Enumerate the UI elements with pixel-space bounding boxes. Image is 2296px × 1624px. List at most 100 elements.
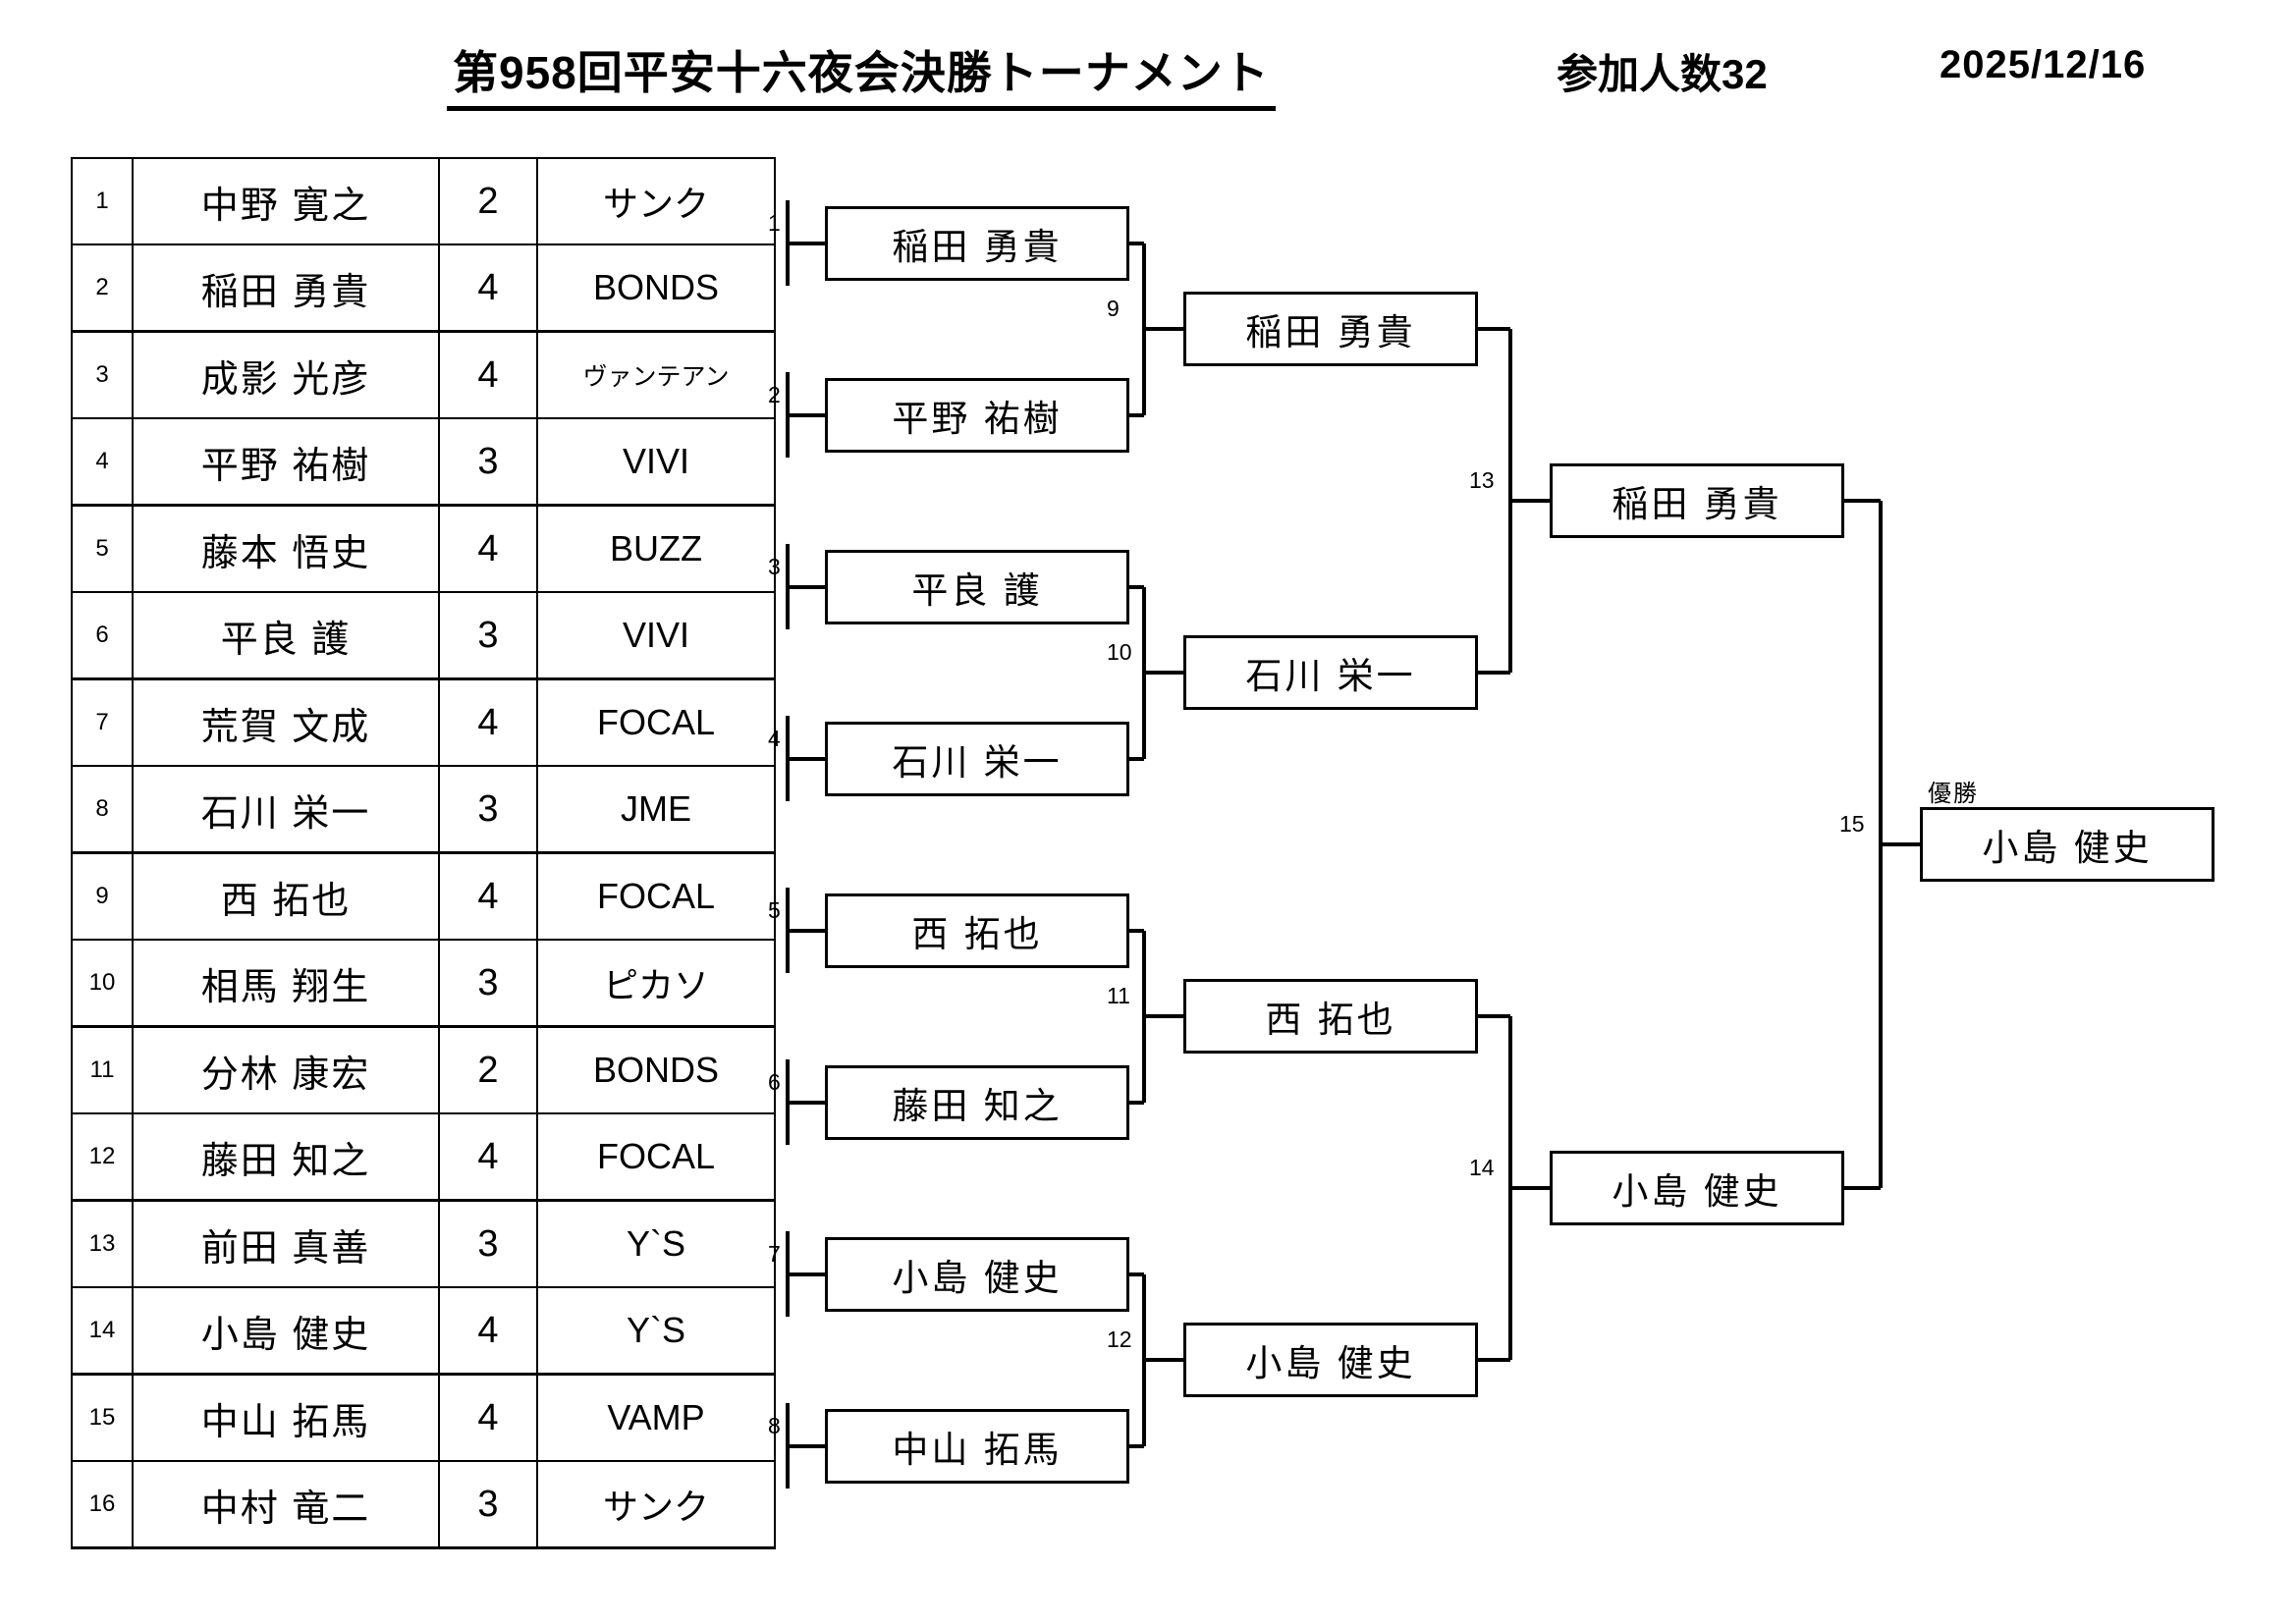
match-box-r2-4[interactable]: 石川 栄一 (825, 721, 1129, 796)
match-number: 5 (768, 896, 781, 923)
entry-seed: 10 (71, 939, 134, 1028)
entry-score: 2 (438, 1025, 538, 1114)
match-number: 6 (768, 1068, 781, 1095)
entry-score: 3 (438, 939, 538, 1028)
entry-team: FOCAL (536, 1112, 776, 1202)
match-box-r3-3[interactable]: 西 拓也 (1183, 979, 1478, 1054)
bracket-connector (1144, 671, 1183, 675)
entry-seed: 6 (71, 591, 134, 680)
match-box-r3-1[interactable]: 稲田 勇貴 (1183, 292, 1478, 366)
entry-team: BUZZ (536, 504, 776, 593)
entry-name: 成影 光彦 (132, 330, 440, 419)
bracket-connector (1144, 327, 1183, 331)
bracket-connector (1129, 584, 1144, 589)
match-number: 1 (768, 209, 781, 236)
match-box-r3-4[interactable]: 小島 健史 (1183, 1323, 1478, 1397)
event-date: 2025/12/16 (1940, 43, 2147, 86)
match-number: 9 (1107, 296, 1120, 321)
entry-name: 平野 祐樹 (132, 417, 440, 507)
bracket-connector (1129, 241, 1144, 245)
entry-team: BONDS (536, 244, 776, 333)
bracket-connector (1881, 842, 1920, 846)
entry-seed: 1 (71, 157, 134, 245)
entry-team: Y`S (536, 1286, 776, 1376)
match-box-r2-6[interactable]: 藤田 知之 (825, 1064, 1129, 1140)
entry-score: 3 (438, 765, 538, 854)
entry-seed: 5 (71, 504, 134, 593)
entry-score: 4 (438, 1373, 538, 1462)
page-title: 第958回平安十六夜会決勝トーナメント (447, 37, 1276, 111)
bracket-connector (1510, 499, 1550, 503)
match-box-r2-8[interactable]: 中山 拓馬 (825, 1408, 1129, 1484)
entry-team: Y`S (536, 1199, 776, 1288)
match-box-r2-2[interactable]: 平野 祐樹 (825, 377, 1129, 453)
match-number: 3 (768, 553, 781, 579)
match-box-r4-2[interactable]: 小島 健史 (1550, 1151, 1844, 1225)
match-number: 12 (1107, 1326, 1132, 1352)
entry-name: 中村 竜二 (132, 1460, 440, 1549)
entry-score: 3 (438, 591, 538, 680)
entry-seed: 3 (71, 330, 134, 419)
entry-team: VIVI (536, 417, 776, 507)
match-box-r2-3[interactable]: 平良 護 (825, 549, 1129, 624)
match-box-r3-2[interactable]: 石川 栄一 (1183, 635, 1478, 710)
entry-team: VIVI (536, 591, 776, 680)
bracket-connector (1478, 1358, 1510, 1362)
match-number: 7 (768, 1240, 781, 1267)
match-box-r2-7[interactable]: 小島 健史 (825, 1236, 1129, 1312)
entry-score: 4 (438, 1286, 538, 1376)
bracket-connector (788, 928, 825, 933)
bracket-connector (1129, 412, 1144, 417)
bracket-connector (788, 1100, 825, 1105)
entry-seed: 7 (71, 677, 134, 767)
entry-team: FOCAL (536, 677, 776, 767)
match-box-r2-5[interactable]: 西 拓也 (825, 893, 1129, 968)
bracket-connector (788, 241, 825, 245)
bracket-connector (1510, 1186, 1550, 1190)
bracket-connector (1478, 671, 1510, 675)
match-number: 13 (1469, 467, 1495, 493)
participant-count: 参加人数32 (1557, 51, 1768, 97)
entry-score: 2 (438, 157, 538, 245)
entry-seed: 11 (71, 1025, 134, 1114)
entry-seed: 8 (71, 765, 134, 854)
entry-name: 中野 寛之 (132, 157, 440, 245)
match-box-r2-1[interactable]: 稲田 勇貴 (825, 205, 1129, 281)
bracket-connector (788, 584, 825, 589)
bracket-connector (1844, 1186, 1881, 1190)
entry-name: 藤田 知之 (132, 1112, 440, 1202)
match-number: 11 (1107, 983, 1130, 1008)
entry-team: BONDS (536, 1025, 776, 1114)
entry-seed: 12 (71, 1112, 134, 1202)
bracket-connector (1129, 1100, 1144, 1105)
entry-score: 3 (438, 417, 538, 507)
entry-score: 3 (438, 1460, 538, 1549)
entry-score: 4 (438, 851, 538, 941)
entry-score: 4 (438, 677, 538, 767)
bracket-connector (1129, 928, 1144, 933)
entry-seed: 4 (71, 417, 134, 507)
entry-score: 4 (438, 504, 538, 593)
entry-score: 4 (438, 244, 538, 333)
match-number: 14 (1469, 1155, 1495, 1180)
entry-team: FOCAL (536, 851, 776, 941)
entry-team: VAMP (536, 1373, 776, 1462)
bracket-connector (1144, 1358, 1183, 1362)
match-box-r4-1[interactable]: 稲田 勇貴 (1550, 463, 1844, 538)
match-box-final[interactable]: 小島 健史 (1920, 807, 2214, 882)
entry-name: 西 拓也 (132, 851, 440, 941)
entry-name: 相馬 翔生 (132, 939, 440, 1028)
bracket-connector (1844, 499, 1881, 503)
bracket-connector (1129, 1443, 1144, 1448)
